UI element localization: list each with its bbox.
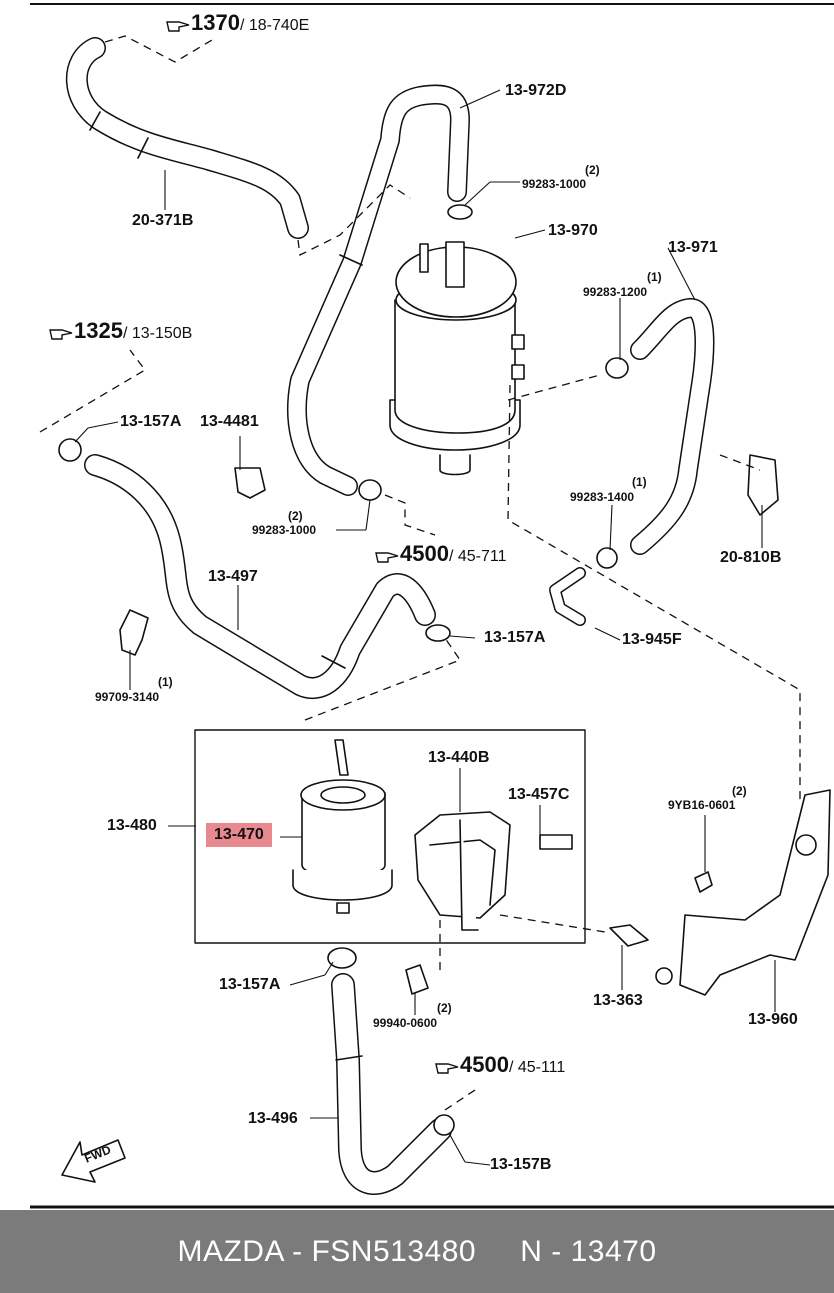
part-label-13-440B: 13-440B	[428, 749, 490, 766]
ref-page: 13-150B	[131, 325, 193, 342]
pointing-hand-icon	[435, 1063, 459, 1074]
part-label-13-945F: 13-945F	[622, 631, 682, 648]
part-label-13-970: 13-970	[548, 222, 598, 239]
qty-label: (2)	[288, 509, 303, 523]
hose-13-496	[331, 973, 452, 1195]
ref-page: 45-711	[457, 548, 507, 565]
qty-label: (2)	[732, 784, 747, 798]
pointing-hand-icon	[49, 329, 73, 340]
part-label-99283-1200: 99283-1200	[583, 285, 648, 299]
pointing-hand-icon	[375, 552, 399, 563]
ref-1325: 1325/ 13-150B	[48, 320, 192, 342]
part-label-99283-1000: 99283-1000	[252, 523, 317, 537]
ref-number: 4500	[400, 541, 449, 566]
part-label-13-480: 13-480	[107, 817, 157, 834]
hose-13-971	[630, 298, 715, 555]
ref-4500-a: 4500/ 45-711	[374, 543, 506, 565]
ref-page: 45-111	[517, 1059, 566, 1076]
canister-13-970	[389, 241, 525, 476]
part-label-20-371B: 20-371B	[132, 212, 194, 229]
ref-number: 1370	[191, 10, 240, 35]
part-label-13-157A: 13-157A	[120, 413, 182, 430]
ref-1370: 1370/ 18-740E	[165, 12, 309, 34]
hose-13-497	[84, 454, 436, 700]
ref-page: 18-740E	[248, 17, 310, 34]
ref-number: 1325	[74, 318, 123, 343]
ref-number: 4500	[460, 1052, 509, 1077]
part-label-13-960: 13-960	[748, 1011, 798, 1028]
bracket-13-440B	[414, 811, 573, 931]
part-label-13-972D: 13-972D	[505, 82, 567, 99]
qty-label: (1)	[647, 270, 662, 284]
bracket-13-960	[655, 789, 831, 996]
part-label-13-971: 13-971	[668, 239, 718, 256]
part-label-9YB16-0601: 9YB16-0601	[668, 798, 736, 812]
clamp-icon	[447, 204, 473, 220]
part-label-13-457C: 13-457C	[508, 786, 570, 803]
part-label-13-4481: 13-4481	[200, 413, 259, 430]
caption-text: MAZDA - FSN513480 N - 13470	[177, 1234, 657, 1268]
fuel-filter-13-470	[292, 739, 393, 914]
part-label-13-497: 13-497	[208, 568, 258, 585]
part-label-13-157A: 13-157A	[484, 629, 546, 646]
qty-label: (2)	[585, 163, 600, 177]
part-label-99283-1400: 99283-1400	[570, 490, 635, 504]
hose-20-371B	[65, 37, 309, 239]
part-label-99709-3140: 99709-3140	[95, 690, 160, 704]
part-label-13-157A: 13-157A	[219, 976, 281, 993]
parts-diagram	[30, 3, 834, 1209]
part-label-99940-0600: 99940-0600	[373, 1016, 438, 1030]
part-label-20-810B: 20-810B	[720, 549, 782, 566]
part-label-99283-1000: 99283-1000	[522, 177, 587, 191]
ref-4500-b: 4500/ 45-111	[434, 1054, 565, 1076]
caption-bar: MAZDA - FSN513480 N - 13470	[0, 1210, 834, 1293]
qty-label: (2)	[437, 1001, 452, 1015]
qty-label: (1)	[158, 675, 173, 689]
part-label-13-470-highlighted: 13-470	[206, 823, 272, 847]
part-label-13-363: 13-363	[593, 992, 643, 1009]
part-label-13-496: 13-496	[248, 1110, 298, 1127]
part-label-13-157B: 13-157B	[490, 1156, 552, 1173]
qty-label: (1)	[632, 475, 647, 489]
hose-13-972D	[287, 84, 470, 496]
pointing-hand-icon	[166, 21, 190, 32]
